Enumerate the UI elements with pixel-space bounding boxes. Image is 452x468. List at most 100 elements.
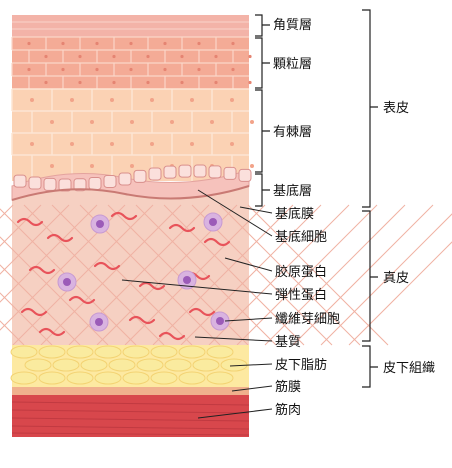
collagen-fiber: [236, 204, 378, 346]
basal-cell: [193, 164, 207, 178]
elastin-fiber: [28, 265, 56, 275]
fat-cell: [122, 371, 150, 385]
brick-nucleus: [163, 67, 167, 72]
brick-nucleus: [27, 67, 31, 72]
collagen-fiber: [40, 204, 182, 346]
elastin-fiber: [16, 217, 44, 227]
elastin-fiber: [38, 327, 66, 337]
elastin-fiber: [20, 307, 48, 317]
fibroblast-cells: [57, 212, 230, 332]
spinosum-nucleus: [150, 98, 154, 102]
basal-cell: [73, 178, 87, 192]
fat-cell: [80, 358, 108, 372]
spinosum-nucleus: [210, 120, 214, 124]
brick-nucleus: [112, 80, 116, 85]
basal-cell: [43, 177, 57, 191]
brick-nucleus: [231, 41, 235, 46]
collagen-fiber: [0, 236, 109, 346]
brick-nucleus: [163, 41, 167, 46]
fibroblast-nucleus: [63, 278, 71, 286]
collagen-fiber: [152, 204, 294, 346]
fat-cell: [178, 345, 206, 359]
fat-cell: [206, 345, 234, 359]
label-basal-cell: 基底細胞: [275, 229, 327, 245]
spinosum-nucleus: [70, 98, 74, 102]
basal-cell: [148, 167, 162, 181]
brick-nucleus: [146, 80, 150, 85]
basal-cell: [163, 165, 177, 179]
brick-nucleus: [129, 41, 133, 46]
fat-cell: [136, 358, 164, 372]
group-epidermis: 表皮: [383, 101, 409, 116]
fat-cell: [192, 358, 220, 372]
fibroblast-nucleus: [183, 276, 191, 284]
skin-layers: [0, 15, 452, 437]
elastin-fibers: [16, 211, 231, 341]
label-basement-membrane: 基底膜: [275, 206, 314, 222]
spinosum-nucleus: [90, 164, 94, 168]
fibroblast-nucleus: [216, 317, 224, 325]
basal-cell: [58, 178, 72, 192]
spinosum-nucleus: [70, 142, 74, 146]
elastin-fiber: [138, 281, 166, 291]
collagen-fiber: [180, 204, 322, 346]
spinosum-nucleus: [110, 142, 114, 146]
collagen-fiber: [292, 204, 434, 346]
basal-cell: [118, 172, 132, 186]
brick-nucleus: [197, 67, 201, 72]
brick-nucleus: [214, 80, 218, 85]
spinosum-nucleus: [190, 98, 194, 102]
label-fibroblast: 纖維芽細胞: [275, 312, 340, 327]
fat-cell: [178, 371, 206, 385]
spinosum-nucleus: [30, 142, 34, 146]
granulosum-bricks: [11, 36, 252, 89]
collagen-fiber: [23, 204, 165, 346]
layer-brackets: [255, 14, 270, 207]
elastin-fiber: [93, 261, 121, 271]
spinosum-nucleus: [30, 98, 34, 102]
spinosum-nucleus: [90, 120, 94, 124]
collagen-fiber: [12, 204, 154, 346]
label-stratum-basale: 基底層: [273, 183, 312, 199]
collagen-fiber: [247, 204, 389, 346]
brick-nucleus: [44, 54, 48, 59]
brick-nucleus: [180, 54, 184, 59]
spinosum-nucleus: [130, 164, 134, 168]
label-ground-substance: 基質: [275, 335, 301, 350]
basal-cell: [238, 168, 252, 182]
spinosum-nucleus: [50, 164, 54, 168]
brick-nucleus: [78, 54, 82, 59]
collagen-fiber: [0, 204, 98, 303]
spinosum-nucleus: [190, 142, 194, 146]
label-muscle: 筋肉: [275, 402, 301, 418]
basal-cell: [133, 169, 147, 183]
elastin-fiber: [203, 237, 231, 247]
collagen-fiber: [208, 204, 350, 346]
spinosum-nucleus: [250, 164, 254, 168]
brick-nucleus: [129, 67, 133, 72]
label-collagen: 胶原蛋白: [275, 264, 327, 280]
brick-nucleus: [197, 41, 201, 46]
corneum-lines: [12, 21, 249, 30]
collagen-fiber: [320, 213, 452, 346]
group-brackets: [362, 9, 378, 388]
spinosum-nucleus: [110, 98, 114, 102]
brick-nucleus: [231, 67, 235, 72]
collagen-fiber: [51, 204, 193, 346]
spinosum-nucleus: [130, 120, 134, 124]
brick-nucleus: [95, 67, 99, 72]
muscle-striations: [11, 401, 250, 436]
brick-nucleus: [95, 41, 99, 46]
spinosum-nucleus: [250, 120, 254, 124]
layer-dermis: [12, 186, 249, 345]
label-subcutaneous-fat: 皮下脂肪: [275, 357, 327, 373]
fibroblast-nucleus: [95, 318, 103, 326]
fat-cell: [164, 358, 192, 372]
fat-cell: [94, 371, 122, 385]
basal-cell: [13, 174, 27, 188]
elastin-fiber: [188, 307, 216, 317]
elastin-fiber: [68, 295, 96, 305]
elastin-fiber: [168, 223, 196, 233]
spinosum-nucleus: [150, 142, 154, 146]
